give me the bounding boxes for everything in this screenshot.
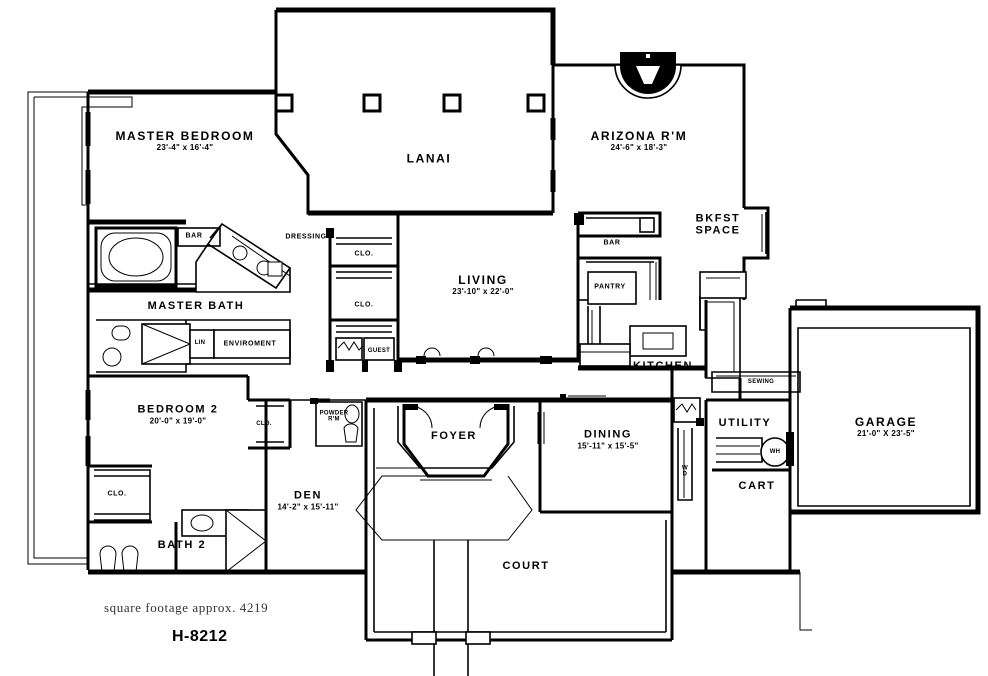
feature-name: WH (769, 448, 781, 455)
room-label-master-bedroom: MASTER BEDROOM 23'-4" x 16'-4" (115, 130, 254, 152)
feature-label-dressing: DRESSING (285, 233, 326, 240)
feature-label-closet-2: CLO. (354, 301, 373, 308)
room-name: LANAI (406, 151, 452, 166)
exterior-right-detail (799, 572, 812, 631)
room-label-bedroom-2: BEDROOM 2 20'-0" x 19'-0" (137, 403, 219, 426)
feature-name: CLO. (354, 250, 374, 258)
room-dimensions: 14'-2" x 15'-11" (277, 502, 339, 512)
bedroom-2-walls (85, 374, 292, 570)
utility-zone (670, 300, 801, 575)
court-walls (364, 400, 674, 676)
feature-label-powder-room: POWDER R'M (320, 411, 349, 424)
room-name: MASTER BEDROOM (115, 129, 255, 144)
room-label-arizona-room: ARIZONA R'M 24'-6" x 18'-3" (591, 130, 688, 152)
foyer-walls (355, 397, 540, 541)
feature-name: CLO. (354, 301, 374, 309)
feature-label-enviroment: ENVIROMENT (224, 340, 277, 347)
room-label-foyer: FOYER (431, 431, 477, 443)
feature-name: SEWING (747, 378, 775, 385)
room-label-bkfst-space: BKFST SPACE (695, 213, 740, 236)
room-label-cart: CART (739, 481, 776, 493)
room-name: BKFST SPACE (695, 212, 741, 236)
feature-name: BAR (185, 232, 203, 240)
room-label-den: DEN 14'-2" x 15'-11" (277, 489, 339, 512)
feature-name: ENVIROMENT (223, 340, 277, 348)
room-dimensions: 20'-0" x 19'-0" (149, 416, 207, 426)
feature-label-water-heater: WH (770, 449, 781, 455)
feature-name: DRESSING (285, 233, 327, 241)
room-dimensions: 24'-6" x 18'-3" (610, 142, 668, 152)
room-name: ARIZONA R'M (590, 129, 688, 144)
feature-label-closet-1: CLO. (354, 250, 373, 257)
feature-label-washer-dryer: W D (682, 466, 688, 479)
feature-label-closet-bedroom2-a: CLO. (256, 421, 272, 427)
garage-walls (788, 299, 981, 515)
room-label-lanai: LANAI (407, 153, 452, 166)
bath-2-fixtures (88, 509, 366, 575)
kitchen-zone (574, 211, 747, 379)
room-label-bath-2: BATH 2 (158, 540, 207, 552)
feature-label-guest: GUEST (368, 348, 390, 354)
room-name: FOYER (431, 430, 477, 443)
room-label-utility: UTILITY (719, 418, 772, 430)
lanai-walls (274, 7, 556, 216)
feature-name: LIN (194, 339, 206, 346)
feature-name: CLO. (256, 420, 272, 427)
feature-label-sewing: SEWING (748, 379, 774, 385)
room-name: LIVING (458, 273, 508, 288)
square-footage-note: square footage approx. 4219 (104, 600, 269, 615)
feature-name: BAR (603, 239, 621, 247)
room-label-court: COURT (502, 561, 549, 573)
room-dimensions: 21'-0" X 23'-5" (857, 428, 915, 438)
feature-name: CLO. (107, 490, 127, 498)
room-name: DINING (583, 428, 633, 441)
closet-column (326, 213, 402, 372)
room-label-garage: GARAGE 21'-0" X 23'-5" (855, 416, 917, 438)
room-name: BEDROOM 2 (137, 403, 219, 416)
feature-label-bar-kitchen: BAR (604, 239, 621, 246)
feature-name: W D (682, 465, 688, 478)
feature-label-closet-bedroom2-b: CLO. (107, 490, 126, 497)
room-dimensions: 23'-10" x 22'-0" (452, 286, 514, 296)
room-name: GARAGE (854, 415, 918, 430)
room-label-dining: DINING 15'-11" x 15'-5" (577, 428, 639, 451)
room-name: UTILITY (718, 417, 772, 430)
master-bedroom-walls (85, 89, 310, 225)
room-name: CART (738, 480, 776, 493)
room-name: DEN (293, 489, 323, 502)
feature-name: GUEST (367, 347, 391, 354)
feature-label-pantry: PANTRY (594, 283, 626, 290)
room-dimensions: 15'-11" x 15'-5" (577, 441, 639, 451)
room-name: BATH 2 (157, 539, 207, 552)
feature-name: POWDER R'M (319, 410, 349, 423)
master-bath-fixtures (86, 222, 292, 376)
room-name: COURT (502, 560, 550, 573)
room-label-kitchen: KITCHEN (633, 361, 693, 373)
dining-walls (537, 394, 674, 514)
plan-number: H-8212 (172, 628, 228, 645)
room-name: MASTER BATH (147, 300, 245, 313)
room-name: KITCHEN (632, 360, 694, 373)
room-label-master-bath: MASTER BATH (148, 301, 245, 313)
feature-name: PANTRY (594, 283, 626, 291)
arizona-room-walls (550, 52, 770, 300)
feature-label-linen: LIN (195, 340, 206, 346)
room-label-living: LIVING 23'-10" x 22'-0" (452, 274, 514, 296)
powder-room (310, 398, 363, 447)
feature-label-bar-master: BAR (186, 232, 203, 239)
room-dimensions: 23'-4" x 16'-4" (156, 142, 214, 152)
